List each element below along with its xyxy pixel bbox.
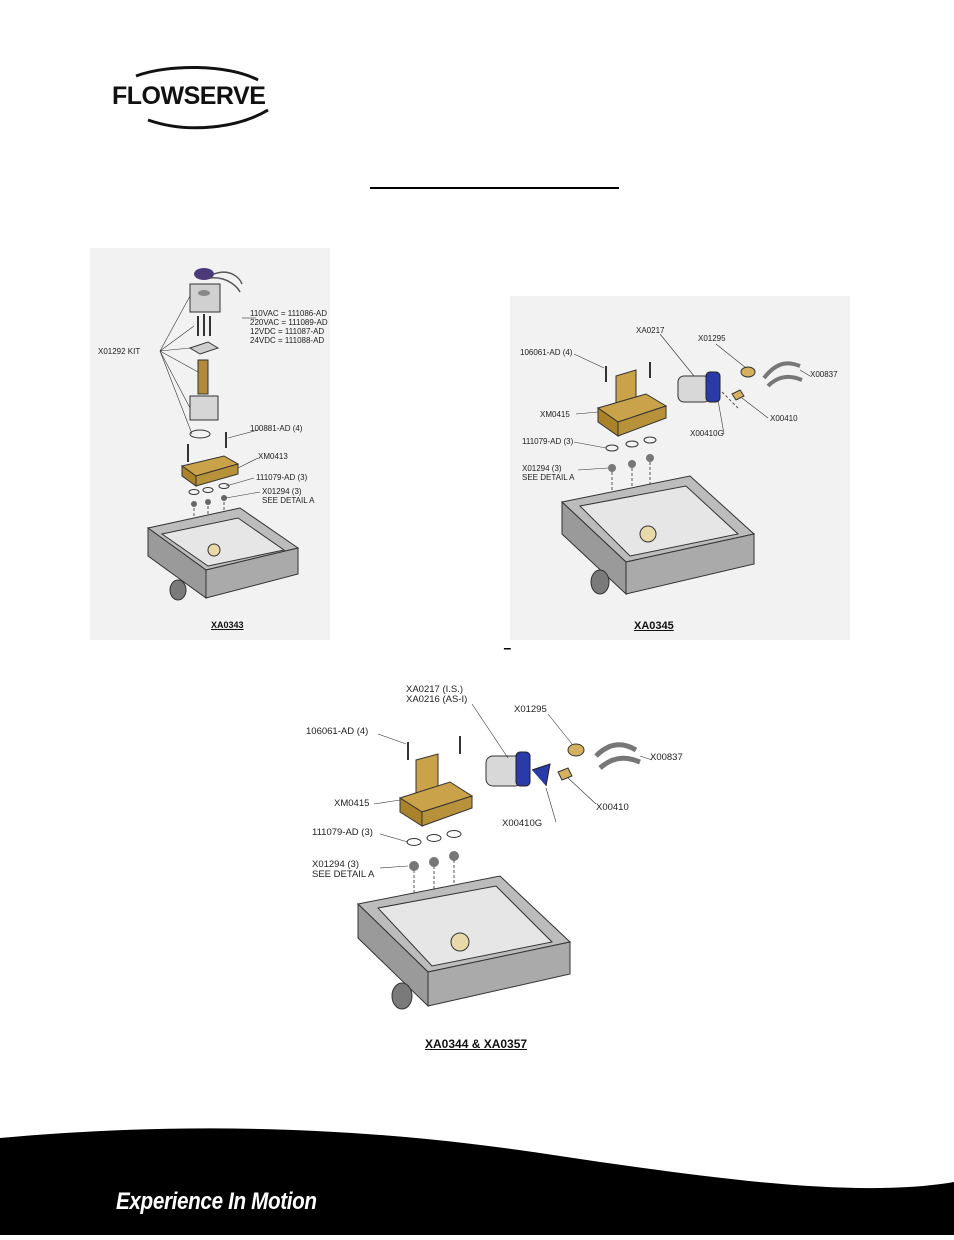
xa0344-exploded-drawing [356,703,653,1010]
stray-mark: _ [504,636,511,650]
xa0345-valve-callout: XA0217 [636,326,665,335]
xa0343-screws-callout: 100881-AD (4) [250,424,303,433]
figure-xa0344-xa0357: XA0217 (I.S.) XA0216 (AS-I) X01295 10606… [300,680,700,1060]
xa0344-screws-callout: 106061-AD (4) [306,726,369,737]
xa0345-elbow-callout: X00410 [770,414,798,423]
xa0343-kit-callout: X01292 KIT [98,347,141,356]
xa0345-exploded-drawing [560,333,811,596]
xa0345-fitting-callout: X01295 [698,334,726,343]
xa0344-orings-callout: 111079-AD (3) [312,827,373,838]
xa0345-orings-callout: 111079-AD (3) [522,437,574,446]
xa0345-figure-label: XA0345 [634,620,674,632]
xa0344-elbow-callout: X00410 [596,802,629,813]
footer-band [0,1110,954,1235]
xa0345-screws-callout: 106061-AD (4) [520,348,573,357]
xa0344-elbow-g-callout: X00410G [502,818,543,829]
flowserve-logo: FLOWSERVE [108,62,288,134]
xa0345-tube-callout: X00837 [810,370,838,379]
xa0343-filters-callout: X01294 (3) SEE DETAIL A [262,487,315,505]
xa0345-elbow-g-callout: X00410G [690,429,724,438]
xa0344-fitting-callout: X01295 [514,704,547,715]
xa0343-block-callout: XM0413 [258,452,288,461]
logo-wordmark: FLOWSERVE [112,82,266,110]
xa0345-block-callout: XM0415 [540,410,570,419]
xa0345-filters-callout: X01294 (3) SEE DETAIL A [522,464,575,482]
xa0344-filters-callout: X01294 (3) SEE DETAIL A [312,859,375,880]
xa0343-voltage-callout: 110VAC = 111086-AD 220VAC = 111089-AD 12… [250,309,328,345]
xa0343-orings-callout: 111079-AD (3) [256,473,308,482]
footer-wave [0,1128,954,1235]
xa0343-figure-label: XA0343 [211,620,244,630]
xa0344-tube-callout: X00837 [650,752,683,763]
figure-xa0343: 110VAC = 111086-AD 220VAC = 111089-AD 12… [90,248,330,640]
footer-tagline: Experience In Motion [116,1188,317,1215]
xa0344-valve-callout: XA0217 (I.S.) XA0216 (AS-I) [406,684,468,705]
logo-swoosh [135,66,269,130]
figure-xa0345: 106061-AD (4) XA0217 X01295 X00837 XM041… [510,296,850,640]
title-underline [370,187,619,189]
xa0344-figure-label: XA0344 & XA0357 [425,1037,528,1051]
xa0343-exploded-drawing [146,268,300,601]
xa0344-block-callout: XM0415 [334,798,370,809]
